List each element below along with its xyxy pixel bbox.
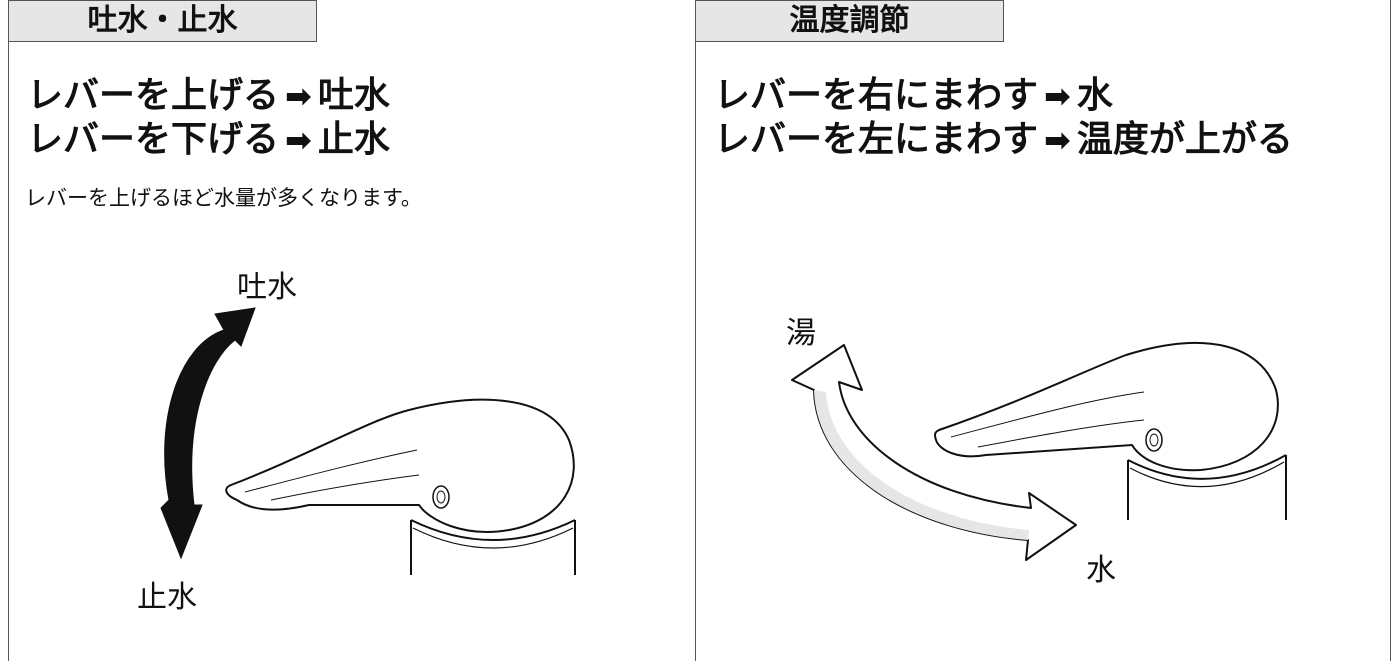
instruction-action: レバーを下げる — [27, 119, 280, 160]
instruction-raise: レバーを上げる➡吐水 — [27, 78, 390, 114]
rotate-arrow-shade — [814, 390, 1029, 540]
instruction-result: 温度が上がる — [1076, 119, 1293, 160]
instruction-right: レバーを右にまわす➡水 — [714, 78, 1113, 114]
instruction-action: レバーを右にまわす — [714, 75, 1039, 116]
faucet-body — [410, 520, 576, 575]
label-stop: 止水 — [137, 580, 197, 615]
instruction-action: レバーを左にまわす — [714, 119, 1039, 160]
right-arrow-icon: ➡ — [285, 77, 312, 115]
instruction-result: 吐水 — [317, 75, 390, 116]
right-arrow-icon: ➡ — [1044, 121, 1071, 159]
faucet-body — [1127, 455, 1287, 520]
panel-temperature: 温度調節 レバーを右にまわす➡水 レバーを左にまわす➡温度が上がる 湯 水 — [695, 0, 1391, 661]
right-arrow-icon: ➡ — [1044, 77, 1071, 115]
label-discharge: 吐水 — [237, 270, 297, 305]
instruction-left: レバーを左にまわす➡温度が上がる — [714, 122, 1293, 158]
lever-handle — [934, 342, 1279, 472]
flow-note: レバーを上げるほど水量が多くなります。 — [25, 186, 422, 210]
faucet-collar — [1127, 454, 1287, 480]
instruction-action: レバーを上げる — [27, 75, 280, 116]
tab-discharge-stop: 吐水・止水 — [9, 0, 317, 42]
right-arrow-icon: ➡ — [285, 121, 312, 159]
instruction-result: 止水 — [317, 119, 390, 160]
lever-rotate-illustration — [791, 342, 1287, 561]
label-hot: 湯 — [786, 316, 816, 351]
lever-up-down-illustration — [160, 307, 576, 575]
up-down-arrow-icon — [160, 307, 256, 560]
instruction-result: 水 — [1076, 75, 1113, 116]
lever-handle — [225, 398, 575, 533]
instruction-lower: レバーを下げる➡止水 — [27, 122, 390, 158]
faucet-collar — [410, 519, 576, 541]
label-cold: 水 — [1086, 553, 1116, 588]
tab-temperature: 温度調節 — [696, 0, 1004, 42]
panel-discharge-stop: 吐水・止水 レバーを上げる➡吐水 レバーを下げる➡止水 レバーを上げるほど水量が… — [8, 0, 695, 661]
